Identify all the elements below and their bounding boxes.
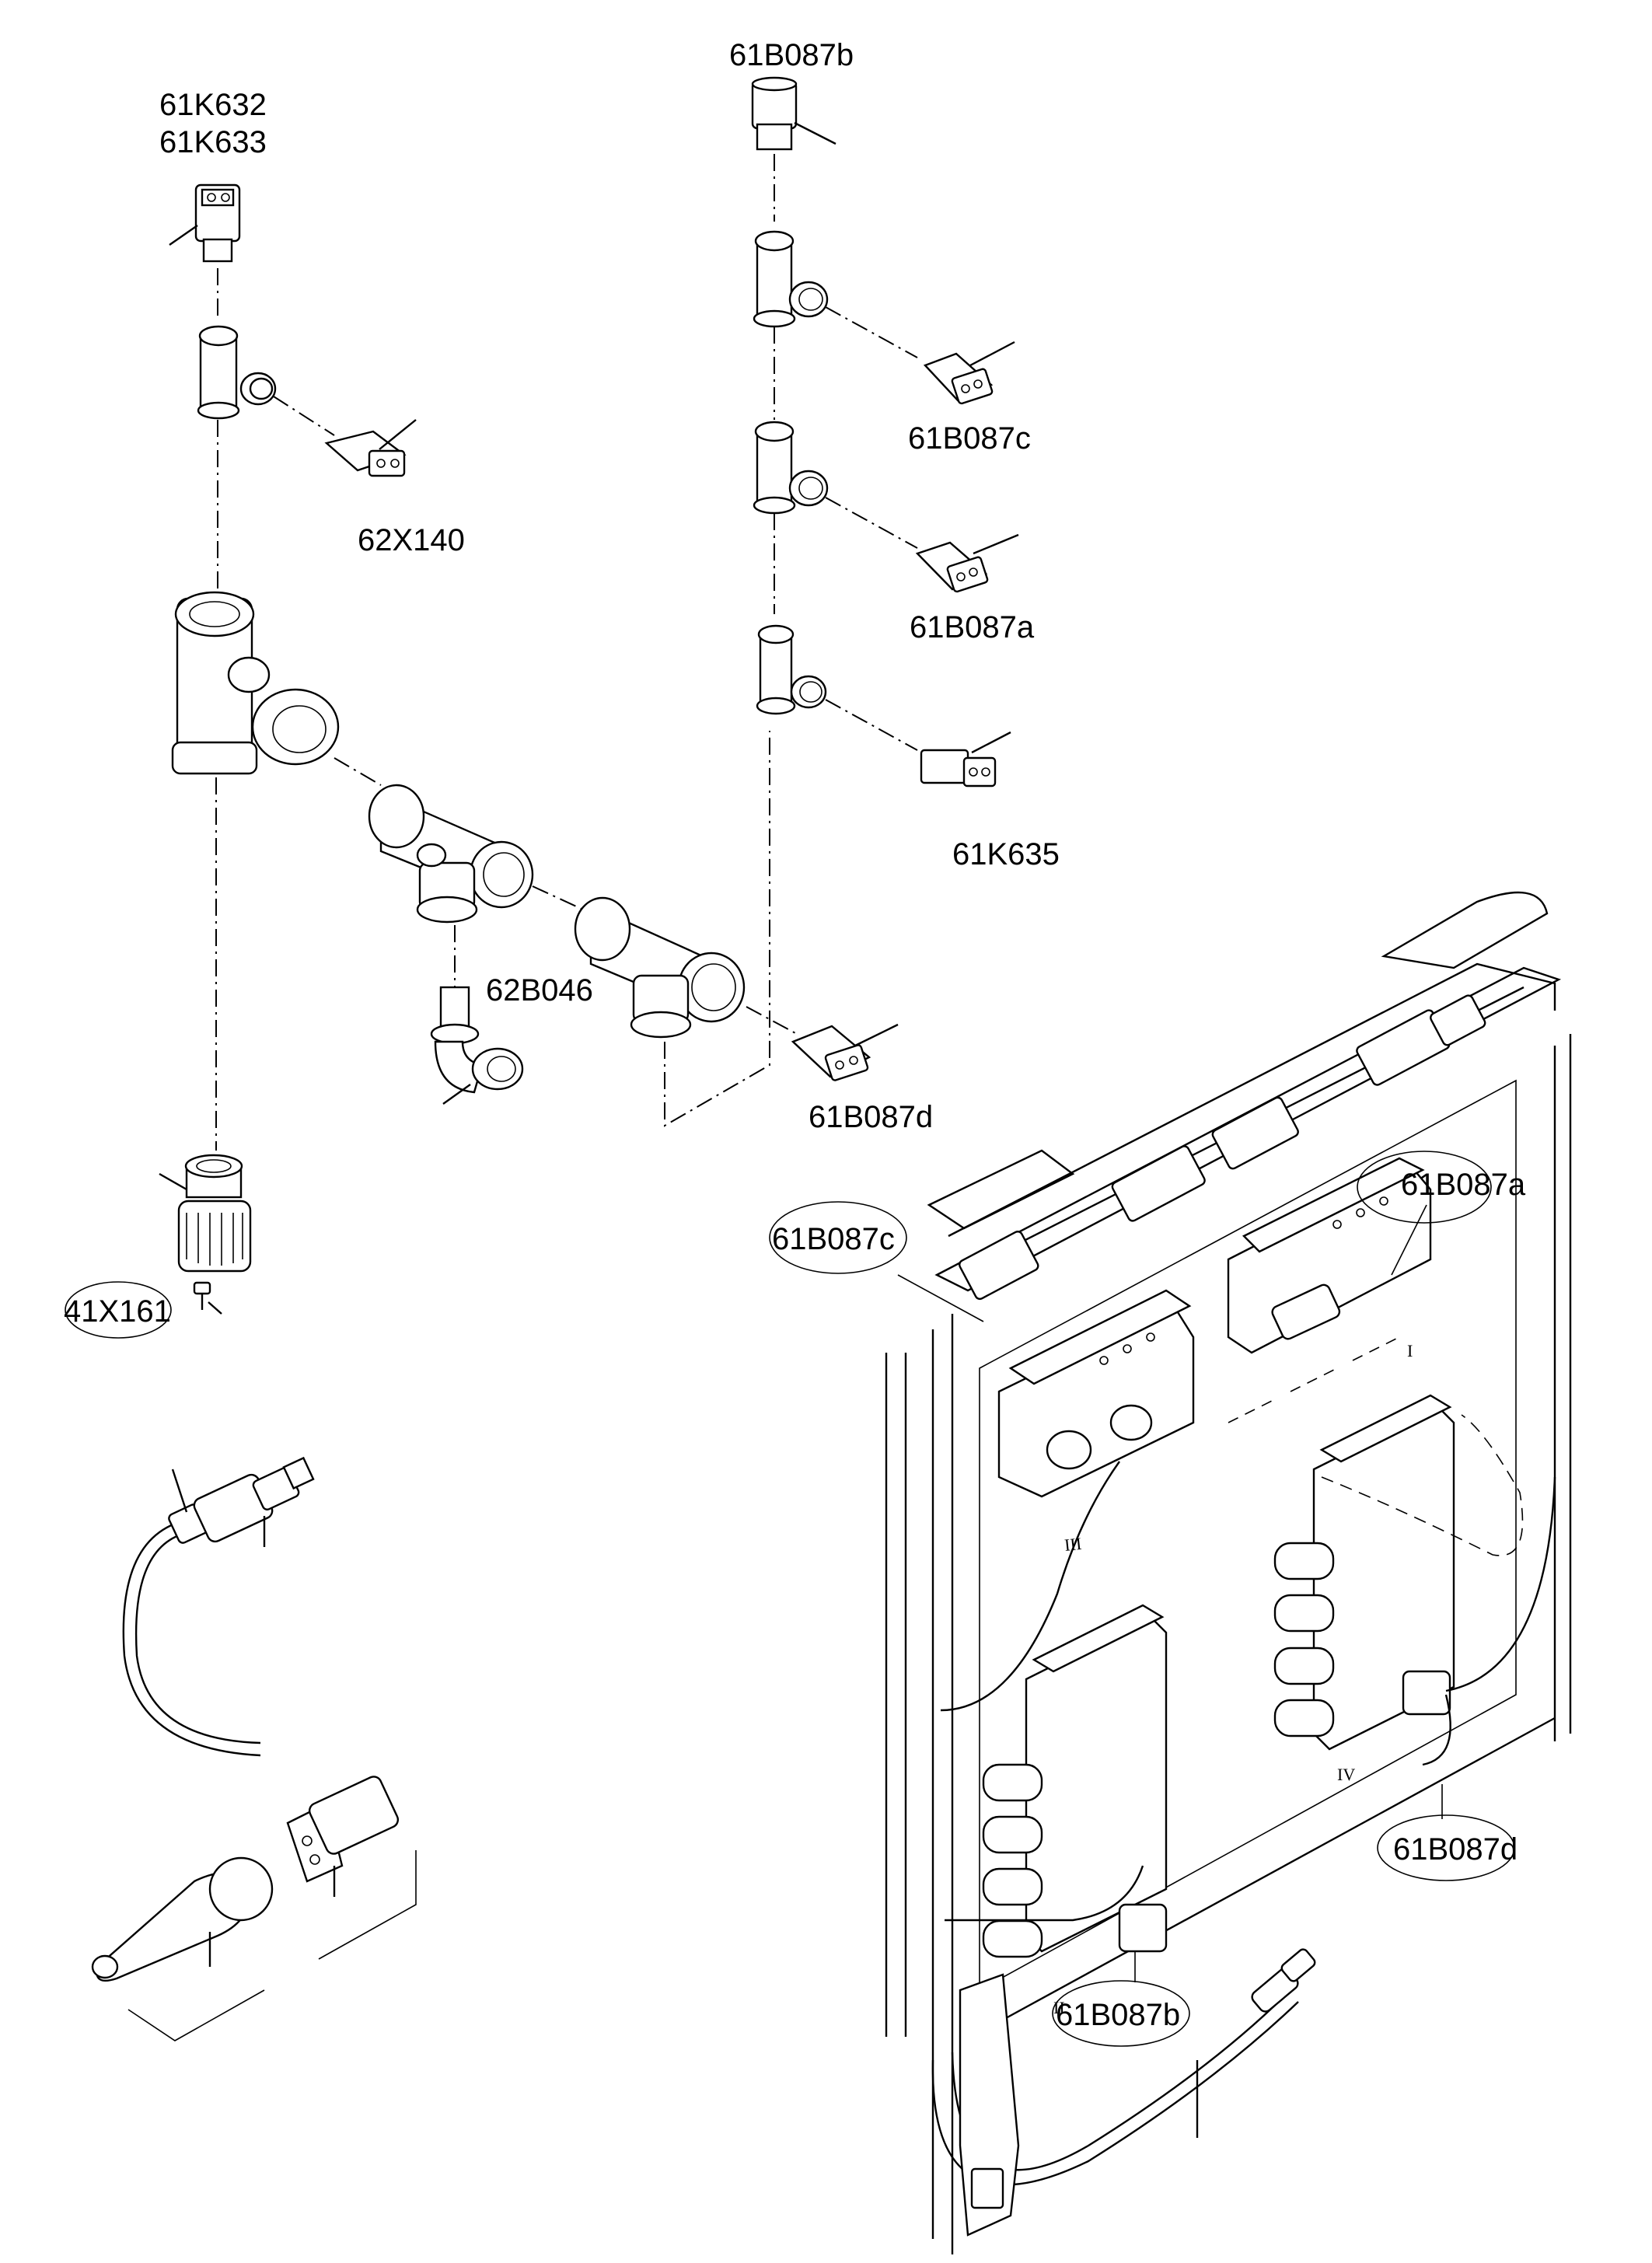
callout-41x161-ellipse: [65, 1281, 172, 1339]
t-fitting-left-large: [171, 591, 340, 775]
left-connector-chain: [159, 183, 417, 1315]
label-61b087d-callout: 61B087d: [1393, 1832, 1518, 1867]
right-upper-chain: [751, 76, 1019, 788]
t-fitting-right-1: [753, 230, 829, 328]
t-fitting-right-2: [753, 421, 829, 515]
connector-61b087c: [923, 340, 1015, 405]
callout-61b087d-ellipse: [1377, 1814, 1515, 1881]
t-fitting-right-3: [756, 624, 827, 715]
solenoid-coils-ii: [982, 1763, 1043, 1958]
connector-61b087d: [791, 1023, 899, 1081]
callout-61b087c-ellipse: [769, 1201, 907, 1274]
connector-61b087b: [751, 76, 836, 151]
connector-61k635: [920, 731, 1011, 788]
label-61k632: 61K632: [159, 88, 267, 122]
connector-61k632: [169, 183, 241, 263]
label-61k633: 61K633: [159, 125, 267, 159]
label-61b087c-callout: 61B087c: [772, 1222, 895, 1256]
label-61b087a-callout: 61B087a: [1401, 1168, 1526, 1202]
section-label-i: I: [1407, 1341, 1413, 1360]
callout-61b087a-ellipse: [1357, 1151, 1492, 1224]
solenoid-coils-iv: [1273, 1542, 1335, 1737]
section-label-iv: IV: [1337, 1765, 1355, 1784]
label-62x140: 62X140: [358, 523, 465, 557]
label-61b087b-callout: 61B087b: [1056, 1998, 1180, 2032]
label-61b087a-top: 61B087a: [910, 610, 1035, 644]
plug-connector: [286, 1776, 400, 1883]
top-valve-rail: [959, 994, 1486, 1301]
elbow-sensor: [430, 986, 524, 1105]
hydraulic-valve-frame-assembly: III I IV: [885, 891, 1572, 2254]
fitting-41x161: [159, 1154, 252, 1315]
valve-block-iv: IV: [1273, 1394, 1455, 1784]
label-61b087b-top: 61B087b: [729, 38, 854, 72]
sensor-62b046-assembly: [368, 731, 899, 1127]
label-61b087d-top: 61B087d: [809, 1100, 933, 1134]
valve-block-ii: II: [982, 1604, 1168, 2017]
valve-block-iii: III: [997, 1289, 1195, 1555]
plug-and-bellows: [91, 1776, 417, 2041]
valve-block-i: I: [1227, 1157, 1432, 1360]
section-label-iii: III: [1063, 1534, 1082, 1555]
callout-61b087b-ellipse: [1052, 1980, 1190, 2047]
connector-62x140: [324, 419, 417, 477]
t-fitting-middle-1: [368, 784, 534, 924]
label-61b087c-top: 61B087c: [908, 421, 1031, 456]
t-fitting-middle-2: [574, 896, 746, 1039]
label-62b046: 62B046: [486, 973, 593, 1008]
label-61k635: 61K635: [952, 837, 1060, 871]
label-41x161: 41X161: [64, 1294, 171, 1329]
pressure-sensor-with-cable: [122, 1456, 315, 1757]
t-fitting-left-1: [197, 325, 277, 420]
connector-61b087a: [915, 533, 1019, 593]
